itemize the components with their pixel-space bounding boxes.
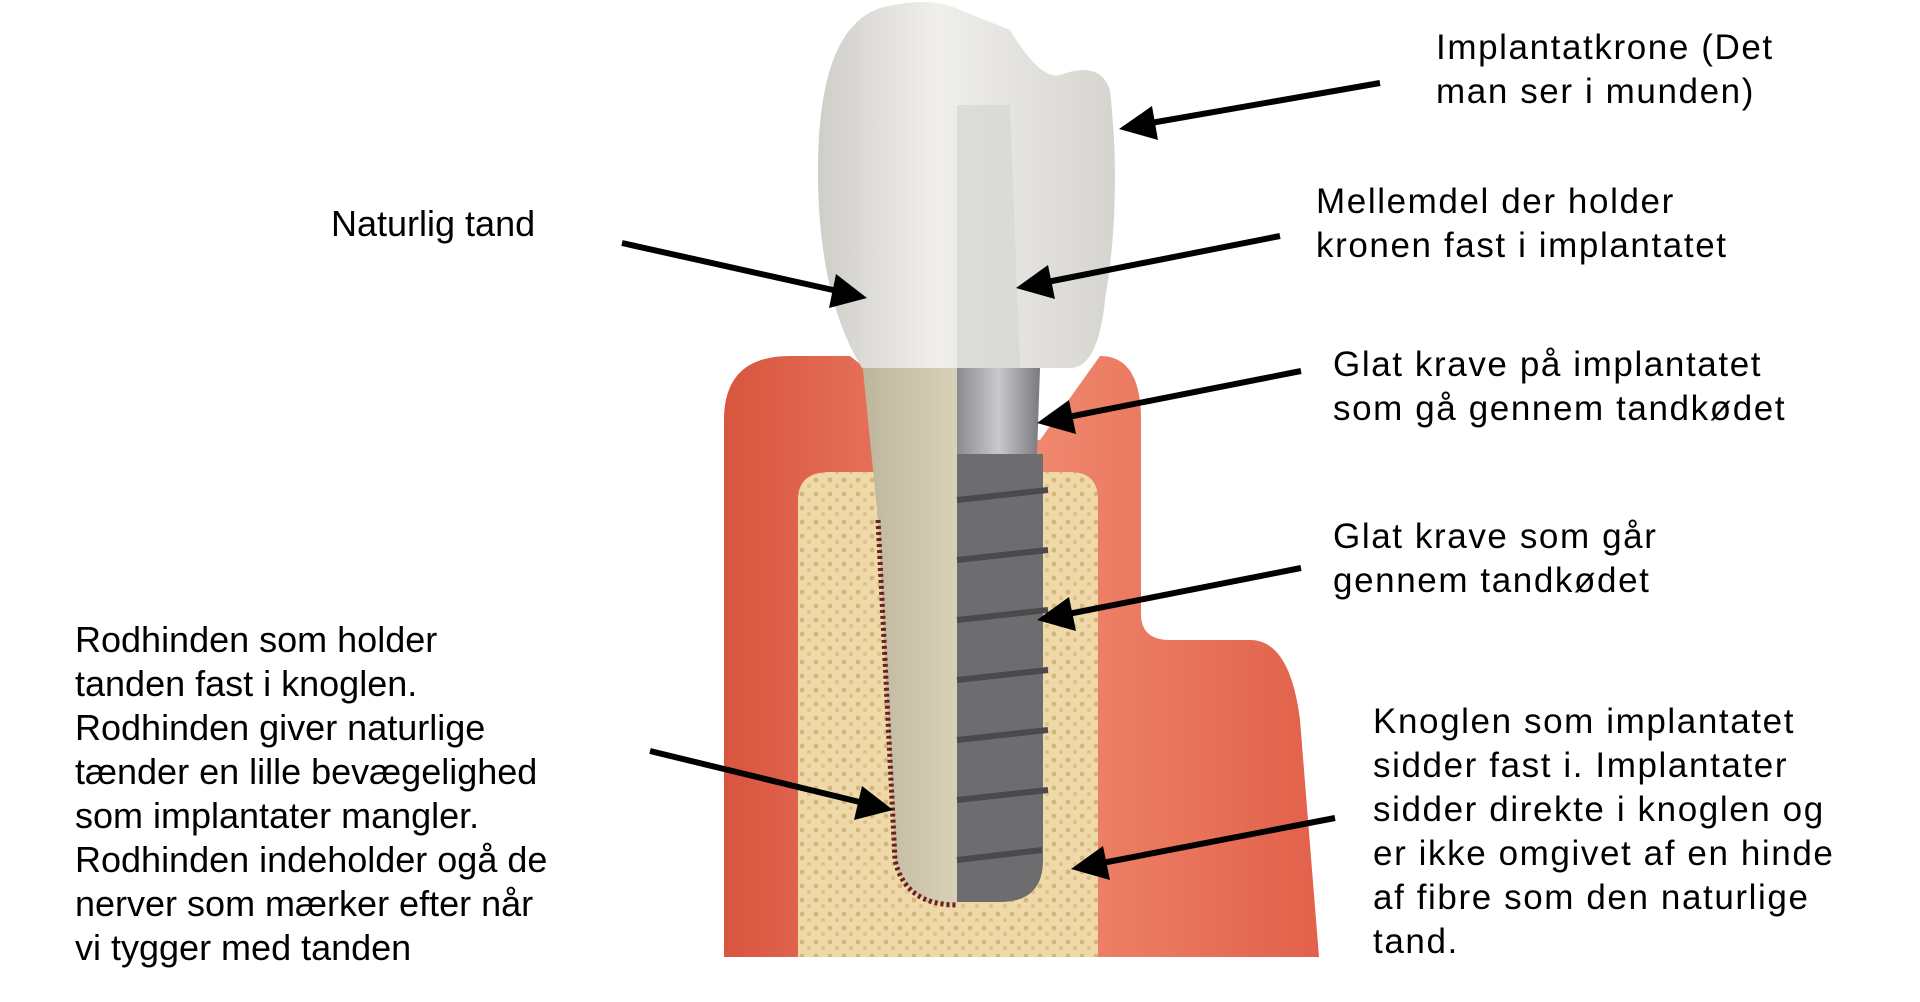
label-line: tand.	[1373, 922, 1459, 961]
arrow-bone	[1096, 815, 1336, 867]
label-implant-crown: Implantatkrone (Det man ser i munden)	[1436, 26, 1774, 114]
arrow-periodontal-ligament	[649, 748, 869, 807]
label-abutment: Mellemdel der holder kronen fast i impla…	[1316, 180, 1728, 268]
label-smooth-collar-gum: Glat krave som går gennem tandkødet	[1333, 515, 1657, 603]
label-line: som gå gennem tandkødet	[1333, 389, 1787, 428]
label-line: Rodhinden som holder	[75, 619, 438, 660]
label-line: som implantater mangler.	[75, 795, 480, 836]
label-line: Rodhinden giver naturlige	[75, 707, 486, 748]
label-line: Implantatkrone (Det	[1436, 28, 1774, 67]
label-smooth-collar-implant: Glat krave på implantatet som gå gennem …	[1333, 343, 1786, 431]
label-line: nerver som mærker efter når	[75, 883, 534, 924]
arrows	[621, 80, 1381, 880]
implant-screw	[956, 454, 1049, 902]
label-line: Mellemdel der holder	[1316, 182, 1675, 221]
label-line: man ser i munden)	[1436, 72, 1755, 111]
label-line: sidder fast i. Implantater	[1373, 746, 1789, 785]
label-line: Naturlig tand	[331, 203, 536, 244]
label-line: vi tygger med tanden	[75, 927, 412, 968]
arrow-collar-implant	[1062, 368, 1302, 421]
label-line: af fibre som den naturlige	[1373, 878, 1810, 917]
label-line: Rodhinden indeholder ogå de	[75, 839, 548, 880]
label-line: Glat krave som går	[1333, 517, 1658, 556]
crown	[817, 1, 1115, 368]
label-line: tænder en lille bevægelighed	[75, 751, 538, 792]
arrow-natural-tooth	[621, 240, 843, 295]
label-line: sidder direkte i knoglen og	[1373, 790, 1825, 829]
label-natural-tooth: Naturlig tand	[331, 202, 535, 246]
label-periodontal-ligament: Rodhinden som holder tanden fast i knogl…	[75, 618, 547, 970]
label-line: er ikke omgivet af en hinde	[1373, 834, 1835, 873]
label-line: Glat krave på implantatet	[1333, 345, 1763, 384]
arrow-implant-crown	[1144, 80, 1381, 127]
natural-tooth-root	[862, 360, 958, 908]
abutment	[957, 368, 1040, 454]
label-line: gennem tandkødet	[1333, 561, 1651, 600]
arrow-abutment	[1041, 233, 1281, 286]
label-bone: Knoglen som implantatet sidder fast i. I…	[1373, 700, 1835, 964]
label-line: Knoglen som implantatet	[1373, 702, 1796, 741]
arrow-collar-gum	[1062, 565, 1302, 618]
label-line: tanden fast i knoglen.	[75, 663, 418, 704]
label-line: kronen fast i implantatet	[1316, 226, 1728, 265]
